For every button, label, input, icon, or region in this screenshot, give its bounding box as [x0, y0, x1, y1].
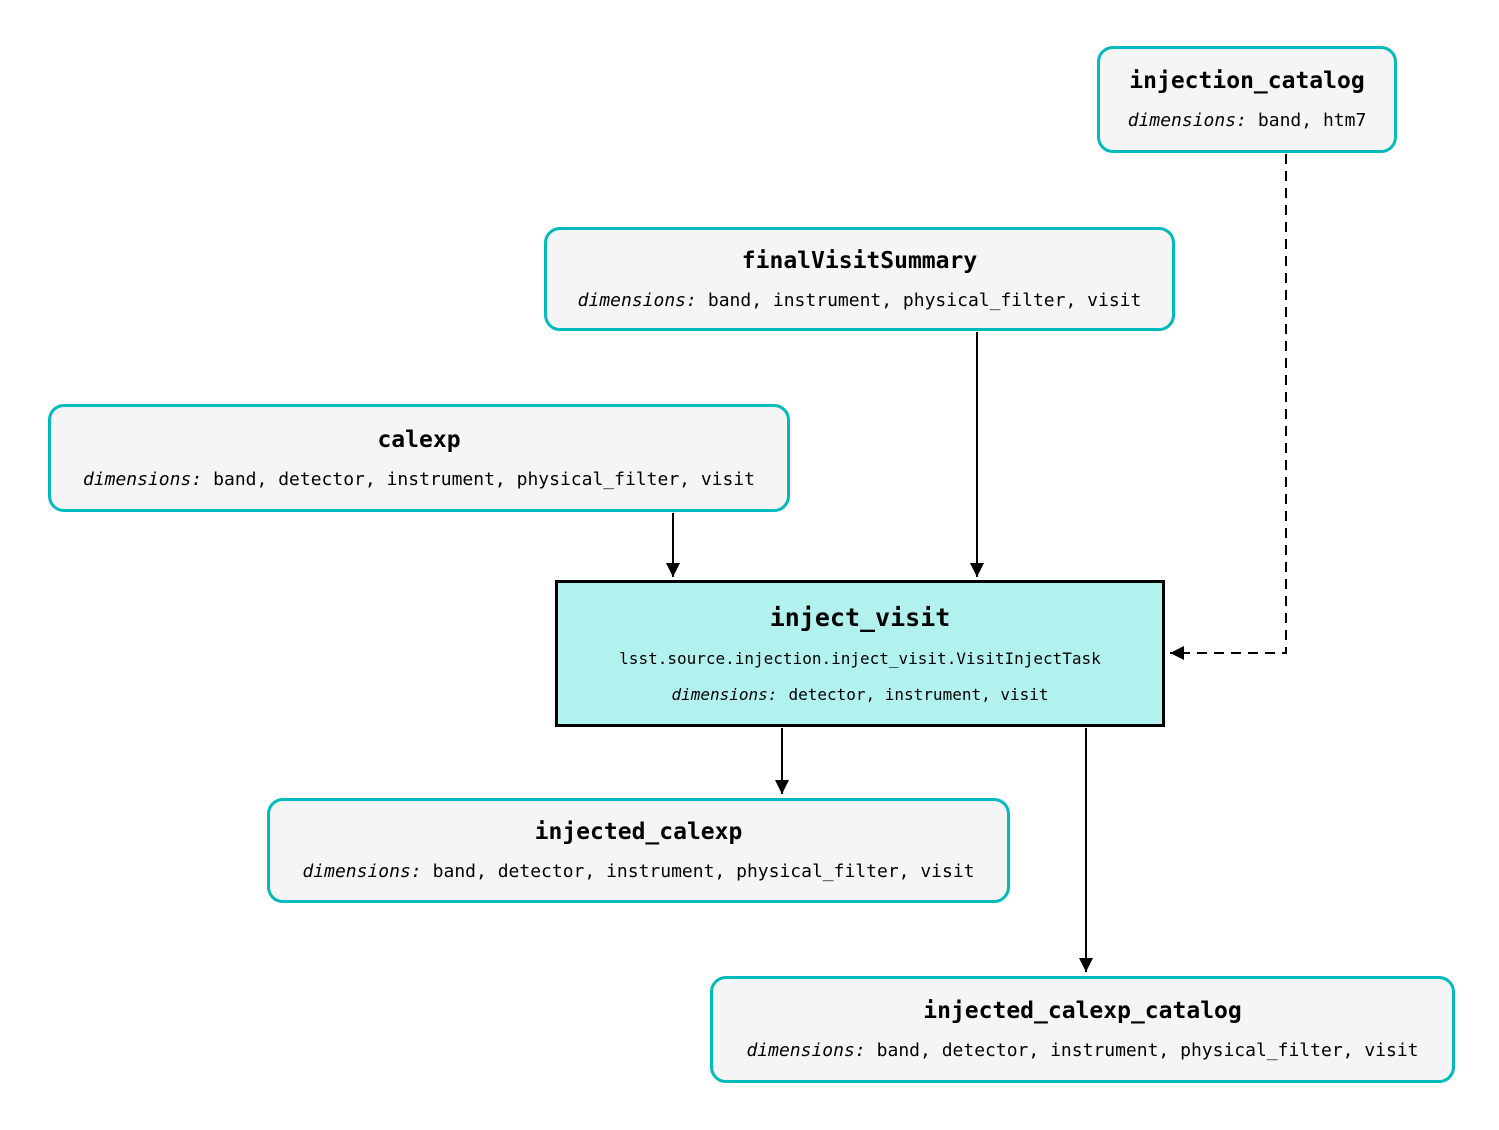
dimensions-label: dimensions:	[82, 468, 203, 490]
dimensions-values: band, detector, instrument, physical_fil…	[432, 861, 975, 882]
node-dimensions: dimensions: band, detector, instrument, p…	[83, 469, 755, 491]
dimensions-values: band, instrument, physical_filter, visit	[707, 289, 1142, 311]
node-dimensions: dimensions: band, detector, instrument, p…	[746, 1040, 1418, 1062]
dimensions-values: band, detector, instrument, physical_fil…	[213, 468, 756, 490]
dimensions-label: dimensions:	[577, 289, 697, 311]
dataset-node-injected-calexp-catalog: injected_calexp_catalog dimensions: band,…	[710, 976, 1455, 1083]
node-title: finalVisitSummary	[741, 247, 978, 274]
dataset-node-injection-catalog: injection_catalog dimensions: band, htm7	[1097, 46, 1397, 153]
dimensions-values: band, detector, instrument, physical_fil…	[876, 1040, 1419, 1061]
dataset-node-injected-calexp: injected_calexp dimensions: band, detecto…	[267, 798, 1010, 903]
dimensions-label: dimensions:	[302, 861, 422, 882]
node-dimensions: dimensions: band, htm7	[1128, 110, 1367, 132]
node-dimensions: dimensions: detector, instrument, visit	[671, 684, 1048, 705]
dataset-node-calexp: calexp dimensions: band, detector, instru…	[48, 404, 790, 512]
task-class: lsst.source.injection.inject_visit.Visit…	[619, 648, 1101, 668]
task-node-inject-visit: inject_visit lsst.source.injection.injec…	[555, 580, 1165, 727]
node-title: calexp	[377, 426, 461, 453]
node-title: injected_calexp	[534, 819, 743, 845]
dimensions-label: dimensions:	[1127, 110, 1247, 131]
node-title: inject_visit	[769, 602, 951, 632]
dimensions-values: band, htm7	[1257, 110, 1367, 131]
dataset-node-finalvisitsummary: finalVisitSummary dimensions: band, instr…	[544, 227, 1175, 331]
dimensions-values: detector, instrument, visit	[788, 684, 1049, 704]
dimensions-label: dimensions:	[746, 1040, 866, 1061]
dimensions-label: dimensions:	[671, 684, 778, 704]
edge-injection-catalog-to-inject-visit	[1170, 154, 1287, 660]
node-title: injection_catalog	[1129, 68, 1365, 94]
node-dimensions: dimensions: band, instrument, physical_fi…	[578, 290, 1142, 312]
node-dimensions: dimensions: band, detector, instrument, p…	[302, 861, 974, 883]
node-title: injected_calexp_catalog	[923, 998, 1242, 1024]
